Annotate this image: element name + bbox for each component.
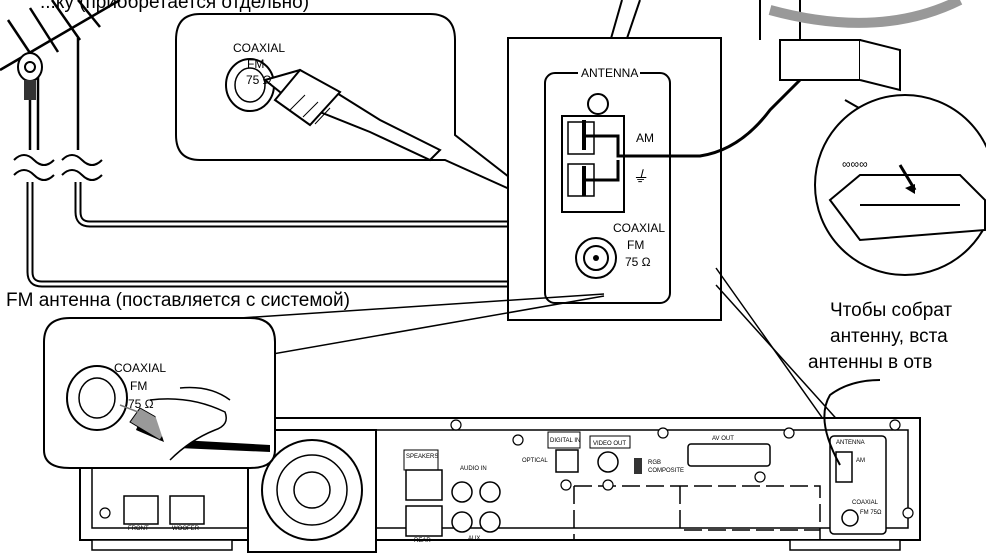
outdoor-antenna-icon [0, 0, 120, 150]
rear-coaxial-label: COAXIAL [852, 500, 879, 506]
cable-break-marks [14, 155, 102, 180]
rear-antenna-label: ANTENNA [836, 440, 865, 446]
callout-top-ohms-label: 75 Ω [246, 73, 272, 87]
rear-video-out-label: VIDEO OUT [593, 441, 626, 447]
ground-icon: ⏚ [632, 169, 648, 186]
rear-front-label: FRONT [128, 526, 149, 532]
rear-aux-label: AUX [468, 536, 480, 542]
am-loop-antenna-icon [760, 0, 960, 90]
callout-top-coax: COAXIAL FM 75 Ω [176, 14, 545, 205]
callout-bottom-coaxial-label: COAXIAL [114, 361, 166, 375]
terminal-coaxial-label: COAXIAL [613, 221, 665, 235]
rear-optical-label: OPTICAL [522, 458, 548, 464]
rear-composite-label: COMPOSITE [648, 468, 684, 474]
rear-woofer-label: WOOFER [172, 526, 200, 532]
rear-av-out-label: AV OUT [712, 436, 734, 442]
callout-bottom-coax: COAXIAL FM 75 Ω [44, 318, 275, 468]
rear-am-label: AM [856, 458, 865, 464]
assemble-caption-line2: антенну, вста [830, 326, 948, 347]
rear-rgb-label: RGB [648, 460, 661, 466]
rear-audio-in-label: AUDIO IN [460, 466, 487, 472]
rear-rear-label: REAR [414, 538, 431, 544]
callout-top-fm-label: FM [247, 57, 264, 71]
rear-fm-label: FM 75Ω [860, 510, 882, 516]
assembly-tabs-icon: ∞∞∞ [842, 157, 868, 171]
callout-bottom-fm-label: FM [130, 379, 147, 393]
terminal-ohms-label: 75 Ω [625, 255, 651, 269]
terminal-fm-label: FM [627, 238, 644, 252]
fm-antenna-caption: FM антенна (поставляется с системой) [6, 290, 350, 311]
callout-bottom-ohms-label: 75 Ω [128, 397, 154, 411]
terminal-antenna-header: ANTENNA [581, 66, 638, 80]
rear-digital-in-label: DIGITAL IN [550, 438, 580, 444]
terminal-am-label: AM [636, 131, 654, 145]
assemble-caption-line1: Чтобы собрат [830, 300, 952, 321]
assemble-caption-line3: антенны в отв [808, 352, 932, 373]
rear-speakers-label: SPEAKERS [406, 454, 438, 460]
callout-top-coaxial-label: COAXIAL [233, 41, 285, 55]
am-assembly-callout: ∞∞∞ [815, 95, 986, 275]
